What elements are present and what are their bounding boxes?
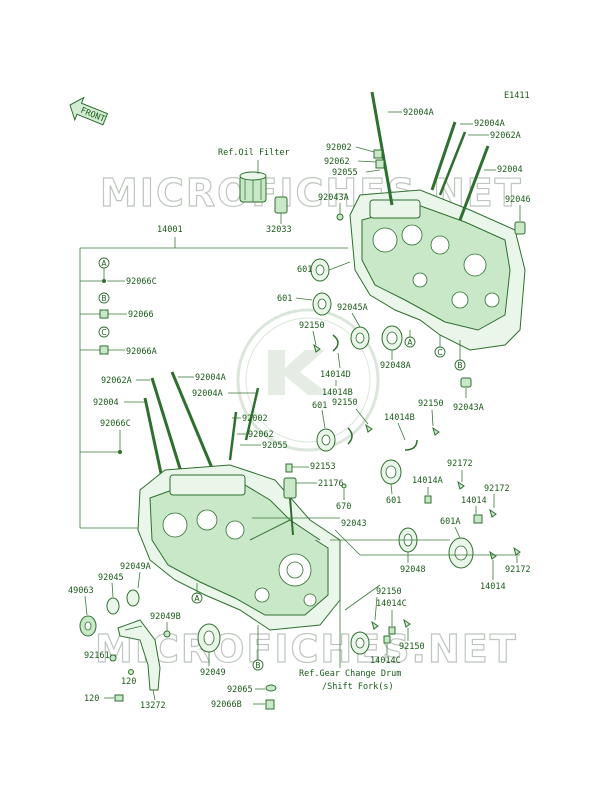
label-92049: 92049 (200, 668, 226, 678)
label-92055-top: 92055 (332, 168, 358, 178)
oil-filter-fitting-32033 (274, 196, 288, 214)
label-92055-mid: 92055 (262, 441, 288, 451)
label-92150-b: 92150 (332, 398, 358, 408)
label-92150-e: 92150 (399, 642, 425, 652)
ref-gear-change-line2: /Shift Fork(s) (322, 682, 394, 692)
label-92049B: 92049B (150, 612, 181, 622)
label-92004-left: 92004 (93, 398, 119, 408)
label-92150-a: 92150 (299, 321, 325, 331)
label-601-c: 601 (312, 401, 327, 411)
front-direction-arrow: FRONT (69, 96, 109, 126)
label-120-a: 120 (121, 677, 136, 687)
label-92172-c: 92172 (505, 565, 531, 575)
label-92066A: 92066A (126, 347, 157, 357)
label-14014C-a: 14014C (376, 599, 407, 609)
label-92172-b: 92172 (484, 484, 510, 494)
label-92062-mid: 92062 (248, 430, 274, 440)
callout-C-upper: C (434, 346, 446, 358)
label-92153: 92153 (310, 462, 336, 472)
label-92066C-left: 92066C (100, 419, 131, 429)
label-92043A-top: 92043A (318, 193, 349, 203)
kawasaki-logo-watermark (236, 308, 380, 452)
label-120-b: 120 (84, 694, 99, 704)
label-92043A-b: 92043A (453, 403, 484, 413)
svg-text:B: B (101, 294, 106, 303)
ref-oil-filter: Ref.Oil Filter (218, 148, 290, 158)
label-601A: 601A (440, 517, 460, 527)
callout-B-legend: B (98, 292, 110, 304)
callout-A-upper: A (404, 336, 416, 348)
label-32033: 32033 (266, 225, 292, 235)
label-92066B: 92066B (211, 700, 242, 710)
label-14014-a: 14014 (461, 496, 487, 506)
callout-A-lower: A (191, 592, 203, 604)
svg-text:B: B (457, 361, 462, 370)
svg-text:C: C (101, 328, 106, 337)
callout-A-legend: A (98, 257, 110, 269)
label-92002-top: 92002 (326, 143, 352, 153)
label-92066C-top: 92066C (126, 277, 157, 287)
callout-B-upper: B (454, 359, 466, 371)
callout-B-lower: B (252, 659, 264, 671)
lower-crankcase (137, 464, 341, 631)
label-92004-right: 92004 (497, 165, 523, 175)
label-92150-c: 92150 (418, 399, 444, 409)
label-14014A: 14014A (412, 476, 443, 486)
label-92049A: 92049A (120, 562, 151, 572)
svg-text:A: A (101, 259, 107, 268)
label-601-b: 601 (277, 294, 292, 304)
callout-C-legend: C (98, 326, 110, 338)
diagram-code: E1411 (504, 91, 530, 101)
svg-text:B: B (255, 661, 260, 670)
label-92045: 92045 (98, 573, 124, 583)
label-14014-b: 14014 (480, 582, 506, 592)
svg-text:C: C (437, 348, 442, 357)
label-92062A-left: 92062A (101, 376, 132, 386)
label-601-a: 601 (297, 265, 312, 275)
label-92065: 92065 (227, 685, 253, 695)
label-670: 670 (336, 502, 351, 512)
label-14014C-b: 14014C (370, 656, 401, 666)
label-92172-a: 92172 (447, 459, 473, 469)
label-92048: 92048 (400, 565, 426, 575)
label-14014B-a: 14014B (322, 388, 353, 398)
svg-text:A: A (407, 338, 413, 347)
label-92161: 92161 (84, 651, 110, 661)
label-13272: 13272 (140, 701, 166, 711)
label-92045A: 92045A (337, 303, 368, 313)
label-92004A-top: 92004A (403, 108, 434, 118)
label-92043: 92043 (341, 519, 367, 529)
label-14014B-b: 14014B (384, 413, 415, 423)
label-92004A-left2: 92004A (192, 389, 223, 399)
label-92062A-right: 92062A (490, 131, 521, 141)
label-92066: 92066 (128, 310, 154, 320)
oil-strainer-13272 (117, 619, 161, 691)
stud-bolts-lower (143, 371, 260, 479)
label-49063: 49063 (68, 586, 94, 596)
label-601-d: 601 (386, 496, 401, 506)
oil-filter (239, 171, 267, 203)
label-92004A-left1: 92004A (195, 373, 226, 383)
label-92062-top: 92062 (324, 157, 350, 167)
ref-gear-change-line1: Ref.Gear Change Drum (299, 669, 401, 679)
label-92046: 92046 (505, 195, 531, 205)
label-14001: 14001 (157, 225, 183, 235)
upper-crankcase (349, 189, 526, 351)
label-21176: 21176 (318, 479, 344, 489)
label-92004A-right: 92004A (474, 119, 505, 129)
label-92048A: 92048A (380, 361, 411, 371)
label-14014D: 14014D (320, 370, 351, 380)
svg-text:A: A (194, 594, 200, 603)
label-92002-mid: 92002 (242, 414, 268, 424)
label-92150-d: 92150 (376, 587, 402, 597)
stud-bolts-upper (370, 91, 490, 221)
